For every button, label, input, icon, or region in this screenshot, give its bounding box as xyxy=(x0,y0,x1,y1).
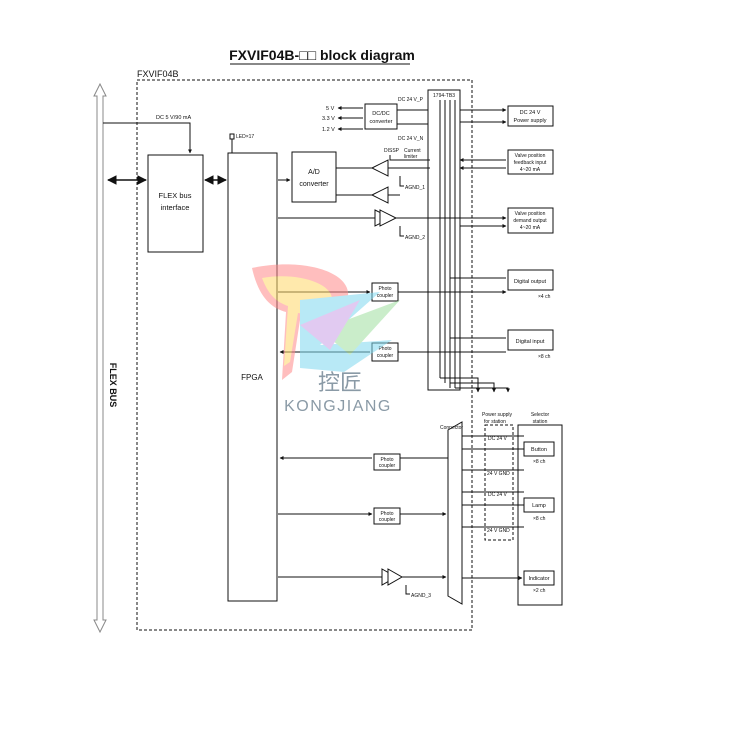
dc24v-label-1: DC 24 V xyxy=(488,436,508,442)
watermark-cn: 控匠 xyxy=(318,370,362,395)
feedback-line1: Valve position xyxy=(515,153,546,159)
digital-output-count: ×4 ch xyxy=(538,294,551,300)
button-label: Button xyxy=(531,447,547,453)
power-supply-box xyxy=(507,105,554,127)
v5-label: 5 V xyxy=(326,106,335,112)
ad-converter-box xyxy=(291,151,337,203)
agnd2-label: AGND_2 xyxy=(405,235,425,241)
digital-input-count: ×8 ch xyxy=(538,354,551,360)
module-label: FXVIF04B xyxy=(137,69,179,79)
v33-label: 3.3 V xyxy=(322,116,335,122)
pc-button-line1: Photo xyxy=(380,457,393,463)
digital-input-box xyxy=(507,329,554,351)
demand-line3: 4~20 mA xyxy=(520,225,541,231)
photocoupler-button-box xyxy=(373,453,401,471)
dc5v-label: DC 5 V/90 mA xyxy=(156,115,191,121)
diagram-title: FXVIF04B-□□ block diagram xyxy=(229,47,415,63)
flex-interface-line2: interface xyxy=(161,203,190,212)
digital-output-label: Digital output xyxy=(514,279,547,285)
demand-amp-2 xyxy=(379,209,398,227)
indicator-box xyxy=(523,570,555,586)
flex-interface-line1: FLEX bus xyxy=(159,191,192,200)
pc-button-line2: coupler xyxy=(379,463,396,469)
ad-line1: A/D xyxy=(308,169,320,176)
gnd24-label-1: 24 V GND xyxy=(487,471,510,477)
dc24p-label: DC 24 V_P xyxy=(398,97,424,103)
terminal-block-label: 1794-TB3 xyxy=(433,93,455,99)
dc24v-label-2: DC 24 V xyxy=(488,492,508,498)
indicator-label: Indicator xyxy=(528,576,549,582)
button-count: ×8 ch xyxy=(533,459,546,465)
flex-bus-interface-box xyxy=(147,154,204,253)
led-label: LED×17 xyxy=(236,134,254,140)
pc-lamp-line2: coupler xyxy=(379,517,396,523)
selector-line1: Selector xyxy=(531,412,550,418)
module-boundary xyxy=(136,79,473,631)
dc24n-label: DC 24 V_N xyxy=(398,136,424,142)
ps-station-line2: for station xyxy=(484,419,506,425)
gnd24-label-2: 24 V GND xyxy=(487,528,510,534)
demand-line2: demand output xyxy=(513,218,547,224)
power-supply-line1: DC 24 V xyxy=(520,110,541,116)
pc-out-line2: coupler xyxy=(377,293,394,299)
kongjiang-watermark-logo xyxy=(252,264,400,380)
demand-line1: Valve position xyxy=(515,211,546,217)
dcdc-converter-box xyxy=(364,103,398,130)
agnd3-label: AGND_3 xyxy=(411,593,431,599)
feedback-amp-1 xyxy=(370,159,389,177)
photocoupler-lamp-box xyxy=(373,507,401,525)
agnd1-label: AGND_1 xyxy=(405,185,425,191)
connector-label: Connector xyxy=(440,425,463,431)
pc-out-line1: Photo xyxy=(378,286,391,292)
feedback-input-box xyxy=(507,149,554,175)
dissp-label: DISSP xyxy=(384,148,400,154)
connector-shape xyxy=(447,421,463,605)
lamp-count: ×8 ch xyxy=(533,516,546,522)
lamp-label: Lamp xyxy=(532,503,546,509)
digital-output-box xyxy=(507,269,554,291)
led-icon xyxy=(229,133,235,140)
fpga-label: FPGA xyxy=(241,373,263,382)
digital-input-label: Digital input xyxy=(516,339,545,345)
power-supply-line2: Power supply xyxy=(513,118,546,124)
dcdc-line2: converter xyxy=(370,119,393,125)
indicator-count: ×2 ch xyxy=(533,588,546,594)
fpga-box xyxy=(227,152,278,602)
pc-in-line2: coupler xyxy=(377,353,394,359)
current-limiter-line1: Current xyxy=(404,148,421,154)
flex-bus-label: FLEX BUS xyxy=(108,363,118,408)
feedback-line2: feedback input xyxy=(514,160,547,166)
v12-label: 1.2 V xyxy=(322,127,335,133)
pc-in-line1: Photo xyxy=(378,346,391,352)
ps-station-line1: Power supply xyxy=(482,412,513,418)
indicator-amp-2 xyxy=(387,568,404,586)
ad-line2: converter xyxy=(299,181,329,188)
ps-station-box xyxy=(484,424,514,541)
demand-output-box xyxy=(507,207,554,234)
flex-bus-arrow xyxy=(93,82,107,634)
watermark-en: KONGJIANG xyxy=(284,398,392,415)
pc-lamp-line1: Photo xyxy=(380,511,393,517)
feedback-amp-2 xyxy=(370,186,389,204)
current-limiter-line2: limiter xyxy=(404,154,418,160)
selector-line2: station xyxy=(533,419,548,425)
dcdc-line1: DC/DC xyxy=(372,111,389,117)
feedback-line3: 4~20 mA xyxy=(520,167,541,173)
